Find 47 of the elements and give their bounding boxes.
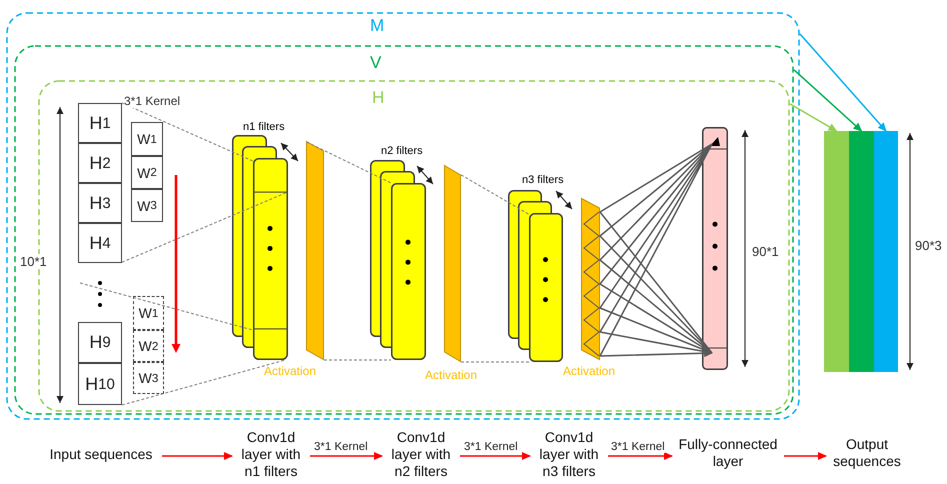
- filter-stack-drawing: [370, 160, 426, 360]
- step-label: Output sequences: [826, 436, 908, 476]
- arrow: [460, 452, 531, 460]
- step-label: Input sequences: [40, 446, 162, 466]
- step-label: Conv1d layer with n1 filters: [232, 429, 310, 483]
- group-title: V: [370, 53, 382, 72]
- output-bar: [824, 131, 849, 372]
- projection-line: [122, 102, 254, 162]
- output-bar: [874, 131, 898, 372]
- activation-label: Activation: [563, 364, 616, 378]
- activation-layer-drawing: [306, 141, 324, 360]
- dimension-label: 90*3: [915, 238, 942, 253]
- projection-line: [122, 191, 288, 263]
- group-title: H: [372, 88, 384, 107]
- projection-line: [80, 282, 254, 331]
- filter-stack-drawing: [508, 190, 563, 362]
- activation-layer-drawing: [444, 165, 461, 362]
- arrow: [162, 452, 233, 460]
- step-label: Conv1d layer with n2 filters: [382, 429, 460, 483]
- edge-label: 3*1 Kernel: [464, 441, 518, 453]
- kernel-size-label: 3*1 Kernel: [124, 94, 180, 108]
- filter-count-label: n2 filters: [381, 145, 423, 157]
- filter-stack-drawing: [232, 135, 288, 360]
- activation-layer-drawing: [581, 198, 600, 360]
- step-label: Fully-connected layer: [672, 436, 784, 476]
- edge-label: 3*1 Kernel: [611, 441, 665, 453]
- filter-count-label: n1 filters: [243, 121, 285, 133]
- arrow: [784, 452, 827, 460]
- projection-line: [122, 360, 286, 406]
- arrow: [599, 143, 713, 358]
- edge-label: 3*1 Kernel: [314, 441, 368, 453]
- dimension-label: 10*1: [20, 254, 47, 269]
- activation-label: Activation: [264, 364, 316, 378]
- arrow: [794, 69, 862, 132]
- arrow: [608, 452, 673, 460]
- arrow: [799, 34, 887, 132]
- output-bar: [849, 131, 874, 372]
- dense-layer-drawing: [702, 127, 728, 370]
- step-label: Conv1d layer with n3 filters: [530, 429, 608, 483]
- arrow: [790, 103, 838, 132]
- activation-label: Activation: [425, 368, 478, 382]
- group-title: M: [370, 16, 384, 35]
- projection-line: [306, 142, 392, 184]
- arrow: [310, 452, 383, 460]
- projection-line: [460, 174, 530, 216]
- filter-count-label: n3 filters: [522, 174, 564, 186]
- dimension-label: 90*1: [752, 244, 779, 259]
